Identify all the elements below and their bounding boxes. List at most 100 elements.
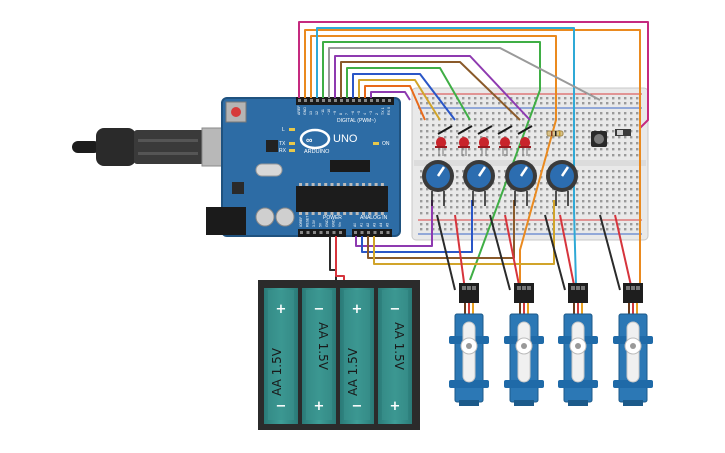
- led-resistor: [437, 125, 453, 135]
- svg-text:∞: ∞: [306, 135, 313, 145]
- jumper-wire: [364, 85, 426, 121]
- svg-text:TX: TX: [279, 141, 286, 147]
- power-pin-label: RESET: [306, 216, 310, 227]
- power-jack: [206, 207, 246, 235]
- digital-pin-label: 13: [309, 111, 313, 115]
- slide-switch[interactable]: [615, 129, 631, 136]
- led-resistor: [517, 125, 533, 135]
- potentiometers: [422, 160, 578, 206]
- analog-header: [352, 229, 392, 237]
- jumper-wire: [355, 200, 433, 247]
- servo-motor: [449, 283, 489, 406]
- jumper-wire: [436, 214, 456, 291]
- battery-terminal-sign: −: [276, 399, 287, 414]
- jumper-wire: [373, 200, 555, 265]
- jumper-wire: [335, 236, 345, 282]
- jumper-wire: [454, 214, 466, 291]
- led-rx-indicator: [289, 149, 295, 152]
- capacitor-2: [275, 207, 295, 227]
- power-pin-label: 5V: [319, 222, 323, 227]
- digital-pin-label: ~6: [351, 111, 355, 115]
- digital-pin-label: TX 1: [381, 107, 385, 115]
- jumper-wire: [304, 29, 641, 240]
- jumper-wire: [489, 214, 511, 291]
- led-resistor: [497, 125, 513, 135]
- led: [435, 137, 447, 156]
- jumper-wire: [559, 214, 576, 291]
- battery-label: AA 1.5V: [392, 322, 406, 371]
- battery-terminal-sign: −: [314, 302, 325, 317]
- analog-pin-label: A5: [386, 223, 390, 227]
- led-on-indicator: [373, 142, 379, 145]
- led-resistor: [457, 125, 473, 135]
- led: [519, 137, 531, 156]
- potentiometer[interactable]: [546, 160, 578, 206]
- potentiometer[interactable]: [422, 160, 454, 206]
- digital-pin-label: GND: [303, 107, 307, 115]
- jumper-wire: [370, 91, 411, 101]
- jumper-wire: [599, 214, 621, 291]
- capacitor-1: [255, 207, 275, 227]
- power-pin-label: IOREF: [299, 217, 303, 227]
- analog-pin-label: A2: [366, 223, 370, 227]
- battery-terminal-sign: −: [352, 399, 363, 414]
- battery-terminal-sign: +: [314, 399, 325, 414]
- jumper-wire: [298, 21, 649, 129]
- jumper-wire: [334, 55, 531, 121]
- digital-pin-label: ~3: [369, 111, 373, 115]
- reset-button-cap[interactable]: [231, 107, 241, 117]
- battery-cell: − + AA 1.5V: [302, 288, 336, 424]
- analog-pin-label: A1: [360, 223, 364, 227]
- battery-cell: − + AA 1.5V: [378, 288, 412, 424]
- push-button[interactable]: [591, 131, 607, 147]
- battery-terminal-sign: +: [352, 302, 363, 317]
- jumper-wire: [352, 73, 456, 121]
- led: [499, 137, 511, 156]
- microcontroller-chip: [296, 186, 388, 212]
- icsp-header: [330, 160, 370, 172]
- usb-chip: [266, 140, 278, 152]
- power-pin-label: GND: [325, 219, 329, 227]
- crystal: [255, 163, 283, 177]
- brand-label: ARDUINO: [304, 149, 330, 155]
- battery-label: AA 1.5V: [316, 322, 330, 371]
- jumper-wires: [298, 21, 649, 291]
- arduino-logo: [299, 128, 331, 150]
- jumper-wire: [322, 41, 541, 281]
- battery-terminal-sign: +: [390, 399, 401, 414]
- digital-pin-label: 4: [363, 113, 367, 115]
- battery-label: AA 1.5V: [270, 347, 284, 396]
- digital-pin-label: 2: [375, 113, 379, 115]
- digital-pin-label: 8: [339, 113, 343, 115]
- led-l-indicator: [289, 128, 295, 131]
- svg-text:L: L: [282, 127, 285, 133]
- analog-pin-label: A0: [353, 223, 357, 227]
- analog-pin-label: A4: [379, 223, 383, 227]
- jumper-wire: [340, 61, 521, 121]
- jumper-wire: [361, 200, 473, 253]
- potentiometer[interactable]: [505, 160, 537, 206]
- battery-cell: + − AA 1.5V: [340, 288, 374, 424]
- led-tx-indicator: [289, 142, 295, 145]
- battery-cell: +−AA 1.5V: [264, 288, 298, 424]
- jumper-wire: [346, 67, 471, 121]
- model-label: UNO: [333, 133, 358, 145]
- power-pin-label: 3.3V: [312, 219, 316, 227]
- power-pin-label: Vin: [338, 222, 342, 227]
- battery-label: AA 1.5V: [346, 347, 360, 396]
- digital-pin-label: ~11: [321, 109, 325, 115]
- resistor: [546, 130, 564, 137]
- servo-motor: [613, 283, 653, 406]
- servos: [449, 283, 653, 406]
- digital-pin-label: ~9: [333, 111, 337, 115]
- usb-cable: [72, 127, 229, 167]
- jumper-wire: [328, 47, 601, 101]
- jumper-wire: [358, 79, 441, 121]
- potentiometer[interactable]: [463, 160, 495, 206]
- svg-text:RX: RX: [279, 148, 287, 154]
- battery-terminal-sign: −: [390, 302, 401, 317]
- voltage-regulator: [232, 182, 244, 194]
- digital-header-label: DIGITAL (PWM~): [337, 118, 376, 124]
